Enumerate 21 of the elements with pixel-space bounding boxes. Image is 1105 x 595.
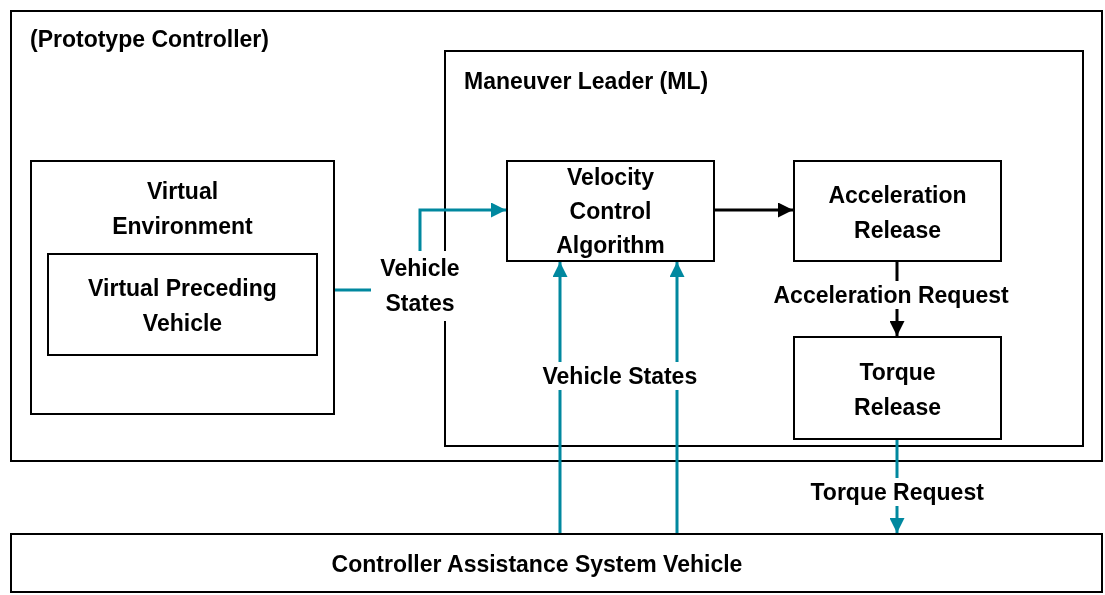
group-title: Controller Assistance System Vehicle	[330, 550, 744, 579]
group-title: (Prototype Controller)	[30, 25, 270, 54]
process-box	[793, 160, 1002, 262]
controller-container	[10, 10, 1103, 462]
group-title: Virtual Environment	[111, 177, 254, 241]
box-label: Velocity Control Algorithm	[555, 163, 666, 260]
group-title: Maneuver Leader (ML)	[464, 67, 710, 96]
edge-label: Torque Request	[808, 478, 986, 506]
edge-label: Vehicle States	[540, 362, 700, 390]
arrow	[669, 262, 685, 533]
system-box	[10, 533, 1103, 593]
arrow	[715, 202, 793, 218]
box-label: Acceleration Release	[827, 181, 968, 245]
group-box	[30, 160, 335, 415]
process-box	[793, 336, 1002, 440]
arrow	[552, 262, 568, 533]
box-label: Virtual Preceding Vehicle	[87, 274, 278, 338]
edge-label: Acceleration Request	[771, 281, 1011, 309]
process-box	[506, 160, 715, 262]
process-box	[47, 253, 318, 356]
box-label: Torque Release	[853, 358, 942, 422]
